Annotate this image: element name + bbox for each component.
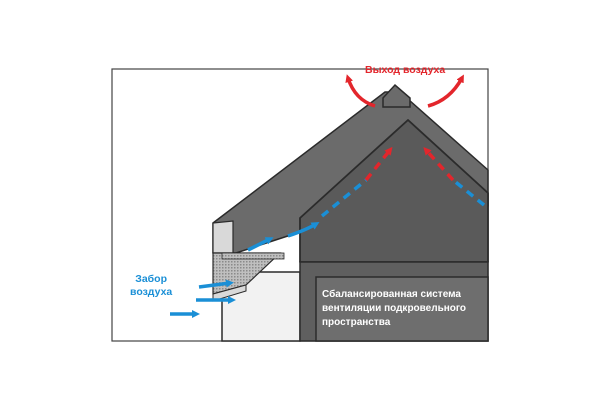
attic-space (299, 119, 489, 263)
intake-arrow (287, 221, 320, 238)
intake-arrow (247, 237, 274, 252)
exhaust-arrow-left (345, 74, 376, 108)
airflow-right-cool (451, 178, 486, 207)
airflow-left-warm (364, 146, 393, 182)
airflow-left-cool (320, 178, 368, 218)
ridge-vent (382, 83, 411, 108)
soffit-top-vent (221, 252, 285, 260)
label-system-title-line1: Сбалансированная система (322, 289, 461, 300)
fascia (212, 220, 234, 254)
label-system-title: Сбалансированная система вентиляции подк… (322, 288, 492, 330)
label-system-title-line3: пространства (322, 317, 391, 328)
label-system-title-line2: вентиляции подкровельного (322, 303, 467, 314)
label-air-intake-line2: воздуха (130, 286, 173, 298)
label-air-intake-line1: Забор (135, 273, 167, 285)
exhaust-arrow-right (427, 74, 464, 108)
intake-arrow (198, 279, 234, 289)
info-panel (315, 276, 489, 342)
label-air-intake: Забор воздуха (130, 273, 172, 299)
airflow-right-warm (423, 147, 455, 182)
label-air-exit: Выход воздуха (365, 64, 446, 76)
